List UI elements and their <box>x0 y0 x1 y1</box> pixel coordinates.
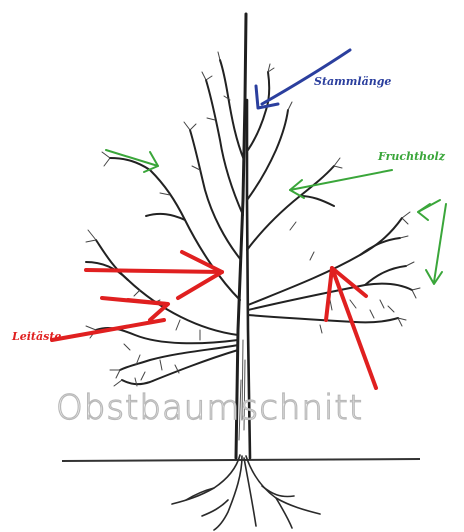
watermark-title: Obstbaumschnitt <box>56 388 363 428</box>
ground-line <box>62 459 420 461</box>
left-branches <box>86 60 244 384</box>
fruit-wood-label: Fruchtholz <box>378 150 445 163</box>
trunk-length-label: Stammlänge <box>314 75 391 88</box>
roots <box>172 455 320 530</box>
scaffold-branches-label: Leitäste <box>12 330 61 343</box>
